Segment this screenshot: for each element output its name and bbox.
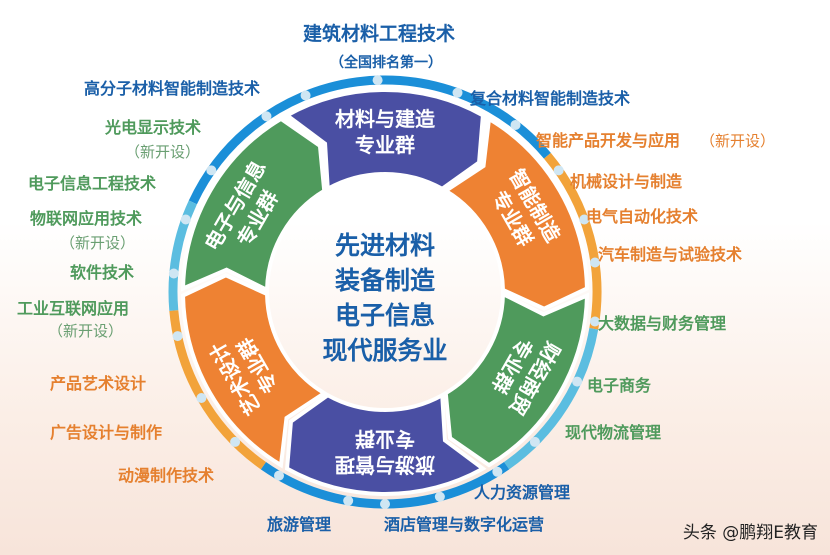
major-electrical: 电气自动化技术 (586, 207, 699, 226)
major-product-art: 产品艺术设计 (50, 374, 147, 393)
cluster-label-line: 专业群 (355, 133, 415, 157)
watermark: 头条 @鹏翔E教育 (682, 523, 818, 543)
outer-ring-arc (188, 75, 551, 205)
center-line: 先进材料 (334, 231, 435, 260)
major-animation: 动漫制作技术 (118, 466, 215, 485)
major-eie: 电子信息工程技术 (28, 174, 157, 193)
major-mechanical: 机械设计与制造 (570, 172, 683, 191)
ring-dot (553, 165, 564, 176)
major-smart-product: 智能产品开发与应用 (536, 131, 681, 150)
ring-dot (230, 436, 241, 447)
major-hotel: 酒店管理与数字化运营 (384, 515, 545, 534)
ring-dot (261, 111, 272, 122)
major-new-note: （新开设） (700, 132, 776, 150)
ring-dot (452, 87, 463, 98)
ring-dot (434, 491, 445, 502)
ring-dot (196, 393, 207, 403)
ring-dot (343, 495, 354, 506)
major-iot: 物联网应用技术 (30, 209, 143, 228)
major-iiot: 工业互联网应用 (17, 299, 130, 318)
ring-dot (168, 268, 179, 279)
major-composite: 复合材料智能制造技术 (470, 89, 631, 108)
center-line: 装备制造 (334, 266, 435, 295)
ring-dot (274, 470, 284, 481)
ring-dot (180, 214, 191, 225)
center-fields: 先进材料 装备制造 电子信息 现代服务业 (305, 228, 465, 368)
major-advertising: 广告设计与制作 (50, 423, 163, 442)
ring-dot (492, 466, 503, 477)
major-hr: 人力资源管理 (474, 483, 571, 502)
major-bigdata: 大数据与财务管理 (598, 314, 727, 333)
center-line: 电子信息 (334, 301, 435, 330)
major-polymer: 高分子材料智能制造技术 (84, 79, 261, 98)
ring-dot (589, 257, 600, 268)
major-new-note: （新开设） (60, 234, 136, 252)
major-tourism: 旅游管理 (267, 515, 332, 534)
major-optoelectronic: 光电显示技术 (105, 118, 202, 137)
major-new-note: （新开设） (125, 143, 201, 161)
major-new-note: （新开设） (48, 322, 124, 340)
cluster-label-line: 专业群 (355, 427, 415, 451)
ring-dot (380, 499, 390, 509)
major-rank-note: （全国排名第一） (330, 55, 442, 71)
ring-dot (372, 75, 383, 86)
cluster-segment (443, 290, 590, 468)
cluster-label-line: 旅游与管理 (335, 453, 435, 477)
cluster-label-line: 材料与建造 (335, 107, 436, 131)
cluster-segment (283, 88, 486, 193)
ring-dot (300, 90, 311, 101)
major-logistics: 现代物流管理 (565, 423, 662, 442)
major-building-materials: 建筑材料工程技术 (303, 23, 456, 45)
ring-dot (510, 119, 521, 130)
ring-dot (172, 331, 183, 342)
cluster-segment (442, 115, 589, 311)
major-automotive: 汽车制造与试验技术 (598, 245, 743, 264)
ring-dot (206, 165, 217, 176)
ring-dot (579, 214, 590, 225)
cluster-segment (180, 116, 327, 294)
ring-dot (572, 376, 583, 387)
ring-dot (589, 316, 600, 327)
outer-ring-arc (168, 200, 197, 311)
ring-dot (529, 436, 540, 447)
major-software: 软件技术 (70, 263, 135, 282)
cluster-segment (181, 273, 328, 469)
cluster-segment (284, 391, 487, 496)
outer-ring-arc (504, 328, 599, 470)
major-ecommerce: 电子商务 (587, 376, 652, 395)
center-line: 现代服务业 (322, 336, 448, 365)
